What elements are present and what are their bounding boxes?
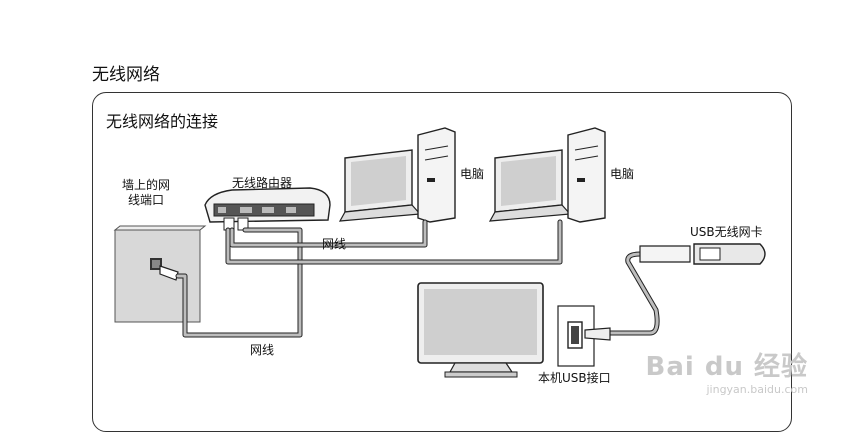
computer-1-illustration	[338, 127, 456, 223]
usb-adapter-label: USB无线网卡	[690, 225, 763, 239]
computer-2-illustration	[488, 127, 606, 223]
usb-port-label: 本机USB接口	[538, 371, 611, 385]
cable-lower-label: 网线	[250, 343, 275, 357]
usb-port-illustration	[557, 305, 611, 367]
router-label: 无线路由器	[232, 176, 293, 190]
ethernet-cables	[175, 219, 660, 338]
wall-port-label-line2: 线端口	[128, 193, 165, 207]
router-illustration	[204, 187, 331, 231]
cable-upper-label: 网线	[322, 237, 347, 251]
panel-title: 无线网络的连接	[106, 112, 219, 131]
watermark-url: jingyan.baidu.com	[706, 383, 808, 396]
baidu-watermark: Bai du 经验 jingyan.baidu.com	[646, 346, 809, 396]
tv-illustration	[417, 282, 544, 378]
network-diagram	[113, 127, 766, 378]
usb-adapter-illustration	[639, 243, 766, 265]
watermark-logo: Bai du 经验	[645, 352, 808, 382]
computer-1-label: 电脑	[460, 167, 485, 181]
wall-port-illustration	[113, 225, 207, 323]
wall-port-label-line1: 墙上的网	[122, 178, 171, 192]
computer-2-label: 电脑	[610, 167, 635, 181]
wall-port-label: 墙上的网 线端口	[122, 178, 170, 208]
section-title: 无线网络	[92, 65, 160, 85]
